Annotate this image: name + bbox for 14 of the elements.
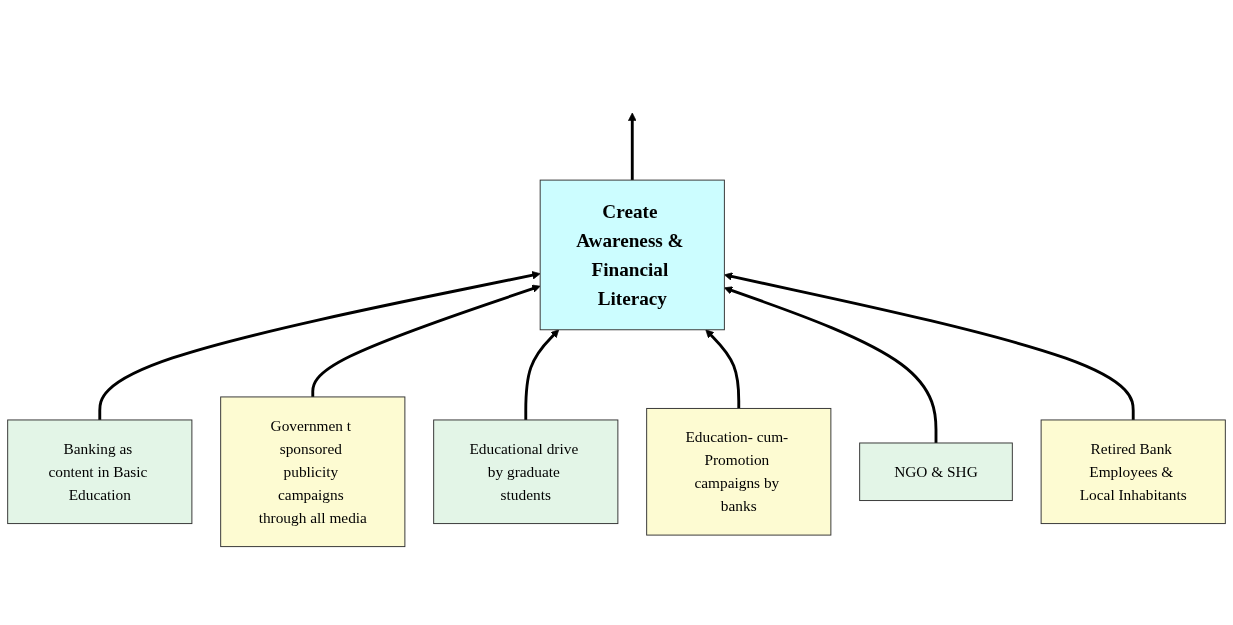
node-box: Create Awareness & Financial Literacy [539,179,725,331]
node-box: Educational drive by graduate students [433,419,619,525]
node-box: Governmen t sponsored publicity campaigns through all media [220,396,406,548]
arrow [311,284,541,397]
arrow [98,271,541,420]
node-box: NGO & SHG [859,442,1013,502]
arrow [724,272,1135,420]
arrow [628,112,637,181]
node-box: Retired Bank Employees & Local Inhabitants [1040,419,1226,525]
arrow [724,286,938,443]
arrow [705,329,741,409]
node-box: Education- cum- Promotion campaigns by banks [646,407,832,536]
node-box: Banking as content in Basic Education [7,419,193,525]
arrow [524,329,560,420]
